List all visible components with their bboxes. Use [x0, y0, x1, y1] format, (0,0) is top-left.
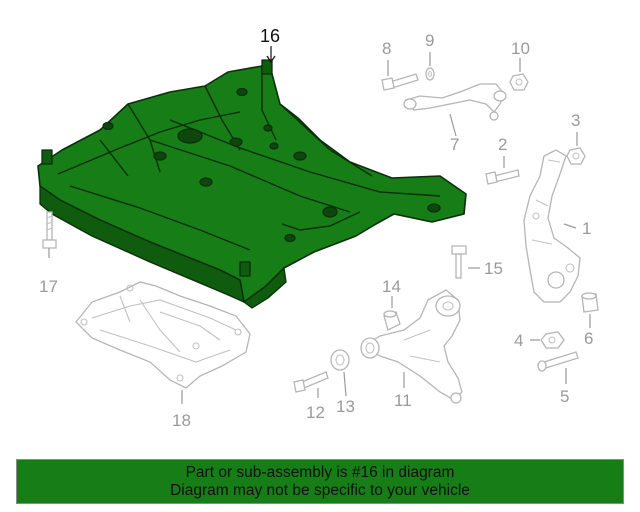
callout-10: 10 [511, 39, 530, 58]
bolt-12[interactable] [293, 371, 329, 393]
washer-13[interactable] [330, 349, 350, 371]
callout-8: 8 [382, 39, 391, 58]
nut-10[interactable] [509, 73, 529, 91]
callout-4: 4 [514, 331, 523, 350]
subframe-16-highlighted[interactable] [37, 59, 467, 309]
bolt-5[interactable] [537, 351, 579, 372]
callout-17: 17 [39, 277, 58, 296]
callout-7: 7 [450, 135, 459, 154]
callout-6: 6 [584, 329, 593, 348]
nut-4[interactable] [540, 331, 565, 349]
callout-18: 18 [172, 411, 191, 430]
bolt-17[interactable] [42, 211, 57, 249]
nut-3[interactable] [566, 147, 586, 165]
banner-line-1: Part or sub-assembly is #16 in diagram [185, 463, 455, 481]
callout-5: 5 [560, 387, 569, 406]
steering-knuckle-1[interactable] [523, 149, 581, 303]
callout-3: 3 [571, 111, 580, 130]
bolt-15[interactable] [451, 245, 467, 279]
callout-2: 2 [498, 135, 507, 154]
callout-9: 9 [425, 31, 434, 50]
upper-control-arm-7[interactable] [403, 83, 507, 121]
bolt-2[interactable] [485, 169, 520, 185]
parts-diagram: 16 17 18 8 9 10 7 2 3 1 15 14 4 6 5 11 1… [37, 26, 599, 430]
callout-14: 14 [382, 277, 401, 296]
callout-13: 13 [336, 397, 355, 416]
banner-line-2: Diagram may not be specific to your vehi… [170, 481, 470, 499]
callout-11: 11 [394, 391, 412, 410]
bolt-8[interactable] [381, 73, 419, 91]
washer-9[interactable] [425, 67, 435, 81]
bushing-14[interactable] [383, 310, 401, 331]
subframe-18[interactable] [75, 281, 251, 389]
bushing-6[interactable] [581, 292, 599, 313]
lower-control-arm-11[interactable] [360, 289, 463, 404]
callout-12: 12 [306, 403, 325, 422]
part-info-banner: Part or sub-assembly is #16 in diagram D… [16, 459, 624, 504]
callout-16: 16 [260, 26, 280, 46]
callout-15: 15 [484, 259, 503, 278]
callout-1: 1 [582, 219, 591, 238]
